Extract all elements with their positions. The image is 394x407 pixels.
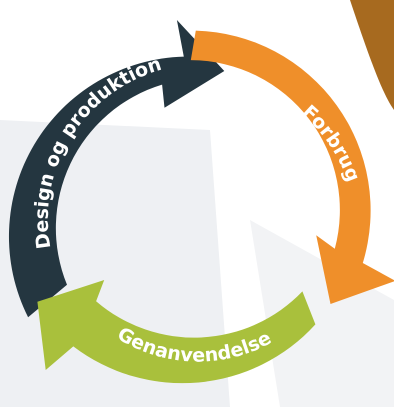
background-shading-right (250, 220, 394, 407)
segment-forbrug (190, 30, 394, 304)
background-corner-shape (350, 0, 394, 110)
segment-design-og-produktion (8, 20, 225, 318)
segment-genanvendelse (37, 280, 316, 384)
